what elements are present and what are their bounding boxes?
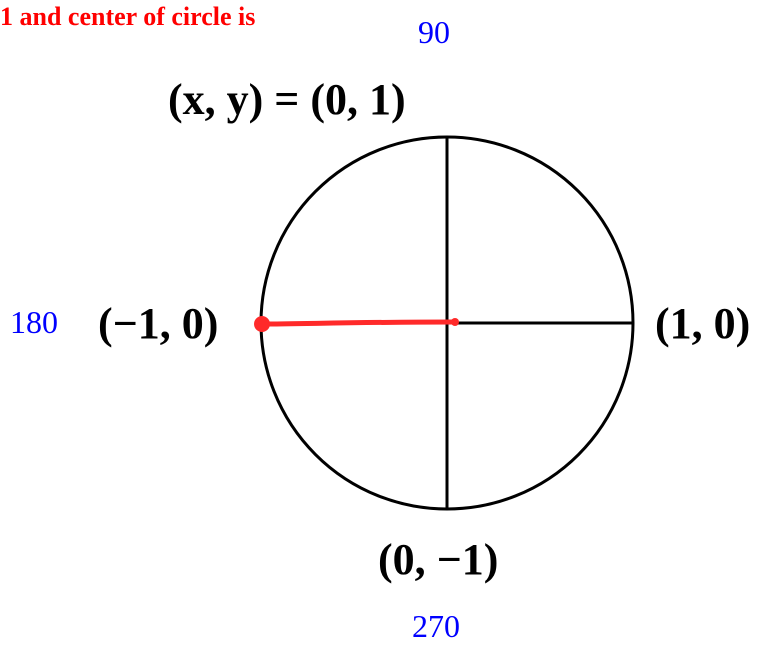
point-marker-left bbox=[254, 316, 270, 332]
angle-label-180: 180 bbox=[10, 304, 58, 340]
angle-label-270: 270 bbox=[412, 608, 460, 644]
radius-marker-line bbox=[259, 319, 459, 327]
point-label-right: (1, 0) bbox=[655, 299, 751, 348]
diagram-caption: 1 and center of circle is bbox=[0, 2, 256, 31]
point-label-left: (−1, 0) bbox=[98, 299, 219, 348]
center-dot bbox=[451, 318, 459, 326]
point-label-top: (x, y) = (0, 1) bbox=[168, 75, 406, 124]
point-label-bottom: (0, −1) bbox=[378, 535, 499, 584]
angle-label-90: 90 bbox=[418, 14, 450, 50]
